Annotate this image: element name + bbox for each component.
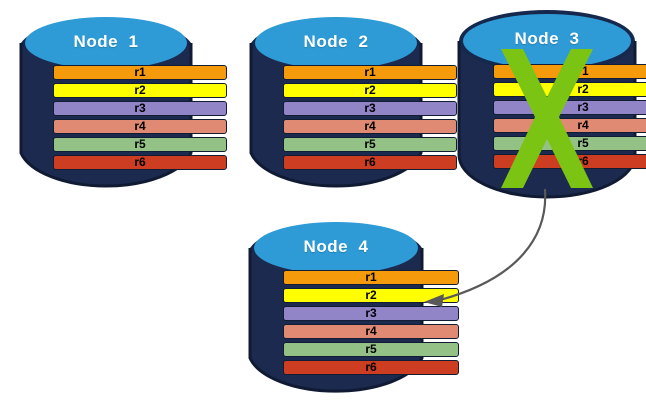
- data-row-label: r1: [577, 64, 589, 78]
- data-row-label: r1: [364, 65, 376, 79]
- data-row: r1: [283, 270, 459, 285]
- node-1-rows: r1 r2 r3 r4 r5 r6: [19, 65, 261, 170]
- data-row-label: r6: [364, 155, 376, 169]
- data-row: r6: [53, 155, 227, 170]
- data-row: r6: [283, 155, 457, 170]
- data-row-label: r6: [577, 154, 589, 168]
- data-row: r1: [53, 65, 227, 80]
- data-row: r5: [283, 137, 457, 152]
- data-row: r1: [493, 64, 646, 79]
- data-row-label: r3: [134, 101, 146, 115]
- data-row-label: r4: [365, 324, 377, 338]
- data-row-label: r1: [365, 270, 377, 284]
- data-row-label: r4: [577, 118, 589, 132]
- data-row-label: r3: [365, 306, 377, 320]
- data-row: r2: [283, 288, 459, 303]
- data-row-label: r6: [134, 155, 146, 169]
- data-row: r6: [493, 154, 646, 169]
- data-row-label: r4: [364, 119, 376, 133]
- data-row-label: r6: [365, 360, 377, 374]
- data-row: r5: [493, 136, 646, 151]
- data-row: r2: [53, 83, 227, 98]
- data-row-label: r5: [134, 137, 146, 151]
- data-row: r2: [283, 83, 457, 98]
- data-row: r1: [283, 65, 457, 80]
- data-row: r3: [493, 100, 646, 115]
- data-row: r6: [283, 360, 459, 375]
- data-row: r5: [283, 342, 459, 357]
- data-row: r2: [493, 82, 646, 97]
- data-row: r5: [53, 137, 227, 152]
- data-row-label: r1: [134, 65, 146, 79]
- data-row: r3: [53, 101, 227, 116]
- data-row: r4: [493, 118, 646, 133]
- data-row: r3: [283, 306, 459, 321]
- data-row-label: r3: [364, 101, 376, 115]
- node-4-rows: r1 r2 r3 r4 r5 r6: [248, 270, 494, 375]
- data-row: r4: [53, 119, 227, 134]
- node-3-rows: r1 r2 r3 r4 r5 r6: [457, 64, 646, 169]
- data-row-label: r2: [365, 288, 377, 302]
- data-row: r4: [283, 119, 457, 134]
- data-row: r4: [283, 324, 459, 339]
- data-row-label: r5: [365, 342, 377, 356]
- data-row-label: r2: [134, 83, 146, 97]
- data-row-label: r5: [364, 137, 376, 151]
- data-row-label: r2: [577, 82, 589, 96]
- data-row-label: r5: [577, 136, 589, 150]
- data-row-label: r4: [134, 119, 146, 133]
- data-row-label: r2: [364, 83, 376, 97]
- data-row: r3: [283, 101, 457, 116]
- node-2-rows: r1 r2 r3 r4 r5 r6: [249, 65, 491, 170]
- data-row-label: r3: [577, 100, 589, 114]
